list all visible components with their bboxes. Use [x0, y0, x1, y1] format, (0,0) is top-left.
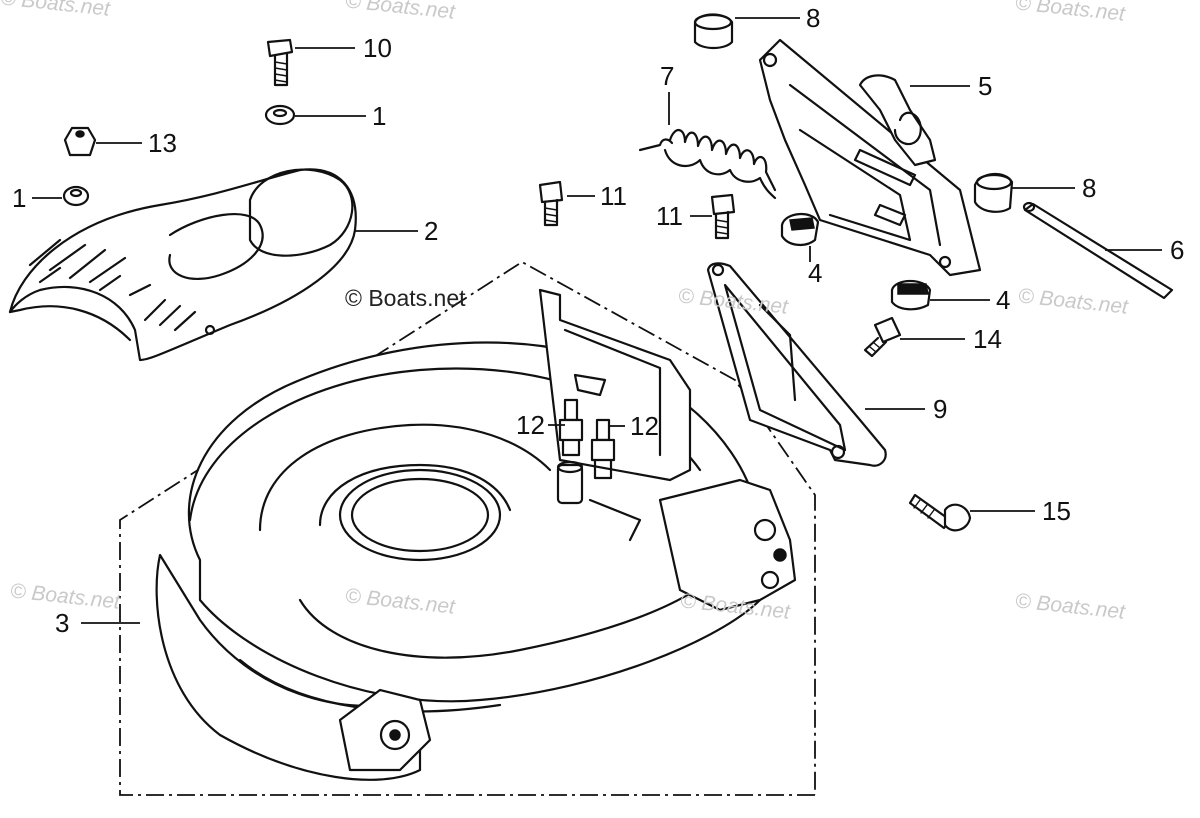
callout-12-left: 12: [516, 410, 545, 440]
washer-1-top: [264, 104, 296, 126]
callout-3: 3: [55, 608, 70, 638]
callout-13: 13: [148, 128, 177, 158]
stud-12-left: [558, 398, 584, 457]
callout-1-top: 1: [372, 101, 387, 131]
callout-8-top: 8: [806, 3, 821, 33]
washer-1-left: [62, 185, 90, 207]
callout-15: 15: [1042, 496, 1071, 526]
callout-4-upper: 4: [808, 258, 823, 288]
spring-7: [638, 129, 777, 200]
callout-14: 14: [973, 324, 1002, 354]
stud-12-right: [590, 418, 616, 480]
cap-4-upper: [780, 213, 820, 246]
bolt-15: [908, 493, 972, 532]
callout-9: 9: [933, 394, 948, 424]
bolt-10: [266, 38, 294, 87]
callout-12-right: 12: [630, 411, 659, 441]
rear-bracket-5: [758, 38, 982, 277]
callout-7: 7: [660, 61, 675, 91]
callout-6: 6: [1170, 235, 1185, 265]
leader-lines: [32, 17, 1162, 624]
bolt-14: [863, 316, 902, 358]
bolt-11-right: [710, 193, 736, 240]
callout-8-right: 8: [1082, 173, 1097, 203]
callout-1-left: 1: [12, 183, 27, 213]
bolt-11-left: [538, 180, 564, 227]
callout-10: 10: [363, 33, 392, 63]
watermark: © Boats.net: [345, 285, 466, 311]
rod-6: [1022, 201, 1174, 300]
mower-deck: [155, 288, 797, 781]
cap-4-lower: [890, 279, 932, 311]
belt-cover: [8, 168, 357, 362]
callout-11-left: 11: [600, 181, 627, 211]
callout-5: 5: [978, 71, 993, 101]
nut-13: [63, 126, 97, 157]
bushing-8-top: [693, 13, 734, 50]
assembly-boundary: [119, 260, 816, 796]
callout-11-right: 11: [656, 201, 683, 231]
rear-flap-frame-9: [706, 262, 887, 467]
callout-4-lower: 4: [996, 285, 1011, 315]
bushing-8-right: [973, 173, 1014, 213]
callout-2: 2: [424, 216, 439, 246]
